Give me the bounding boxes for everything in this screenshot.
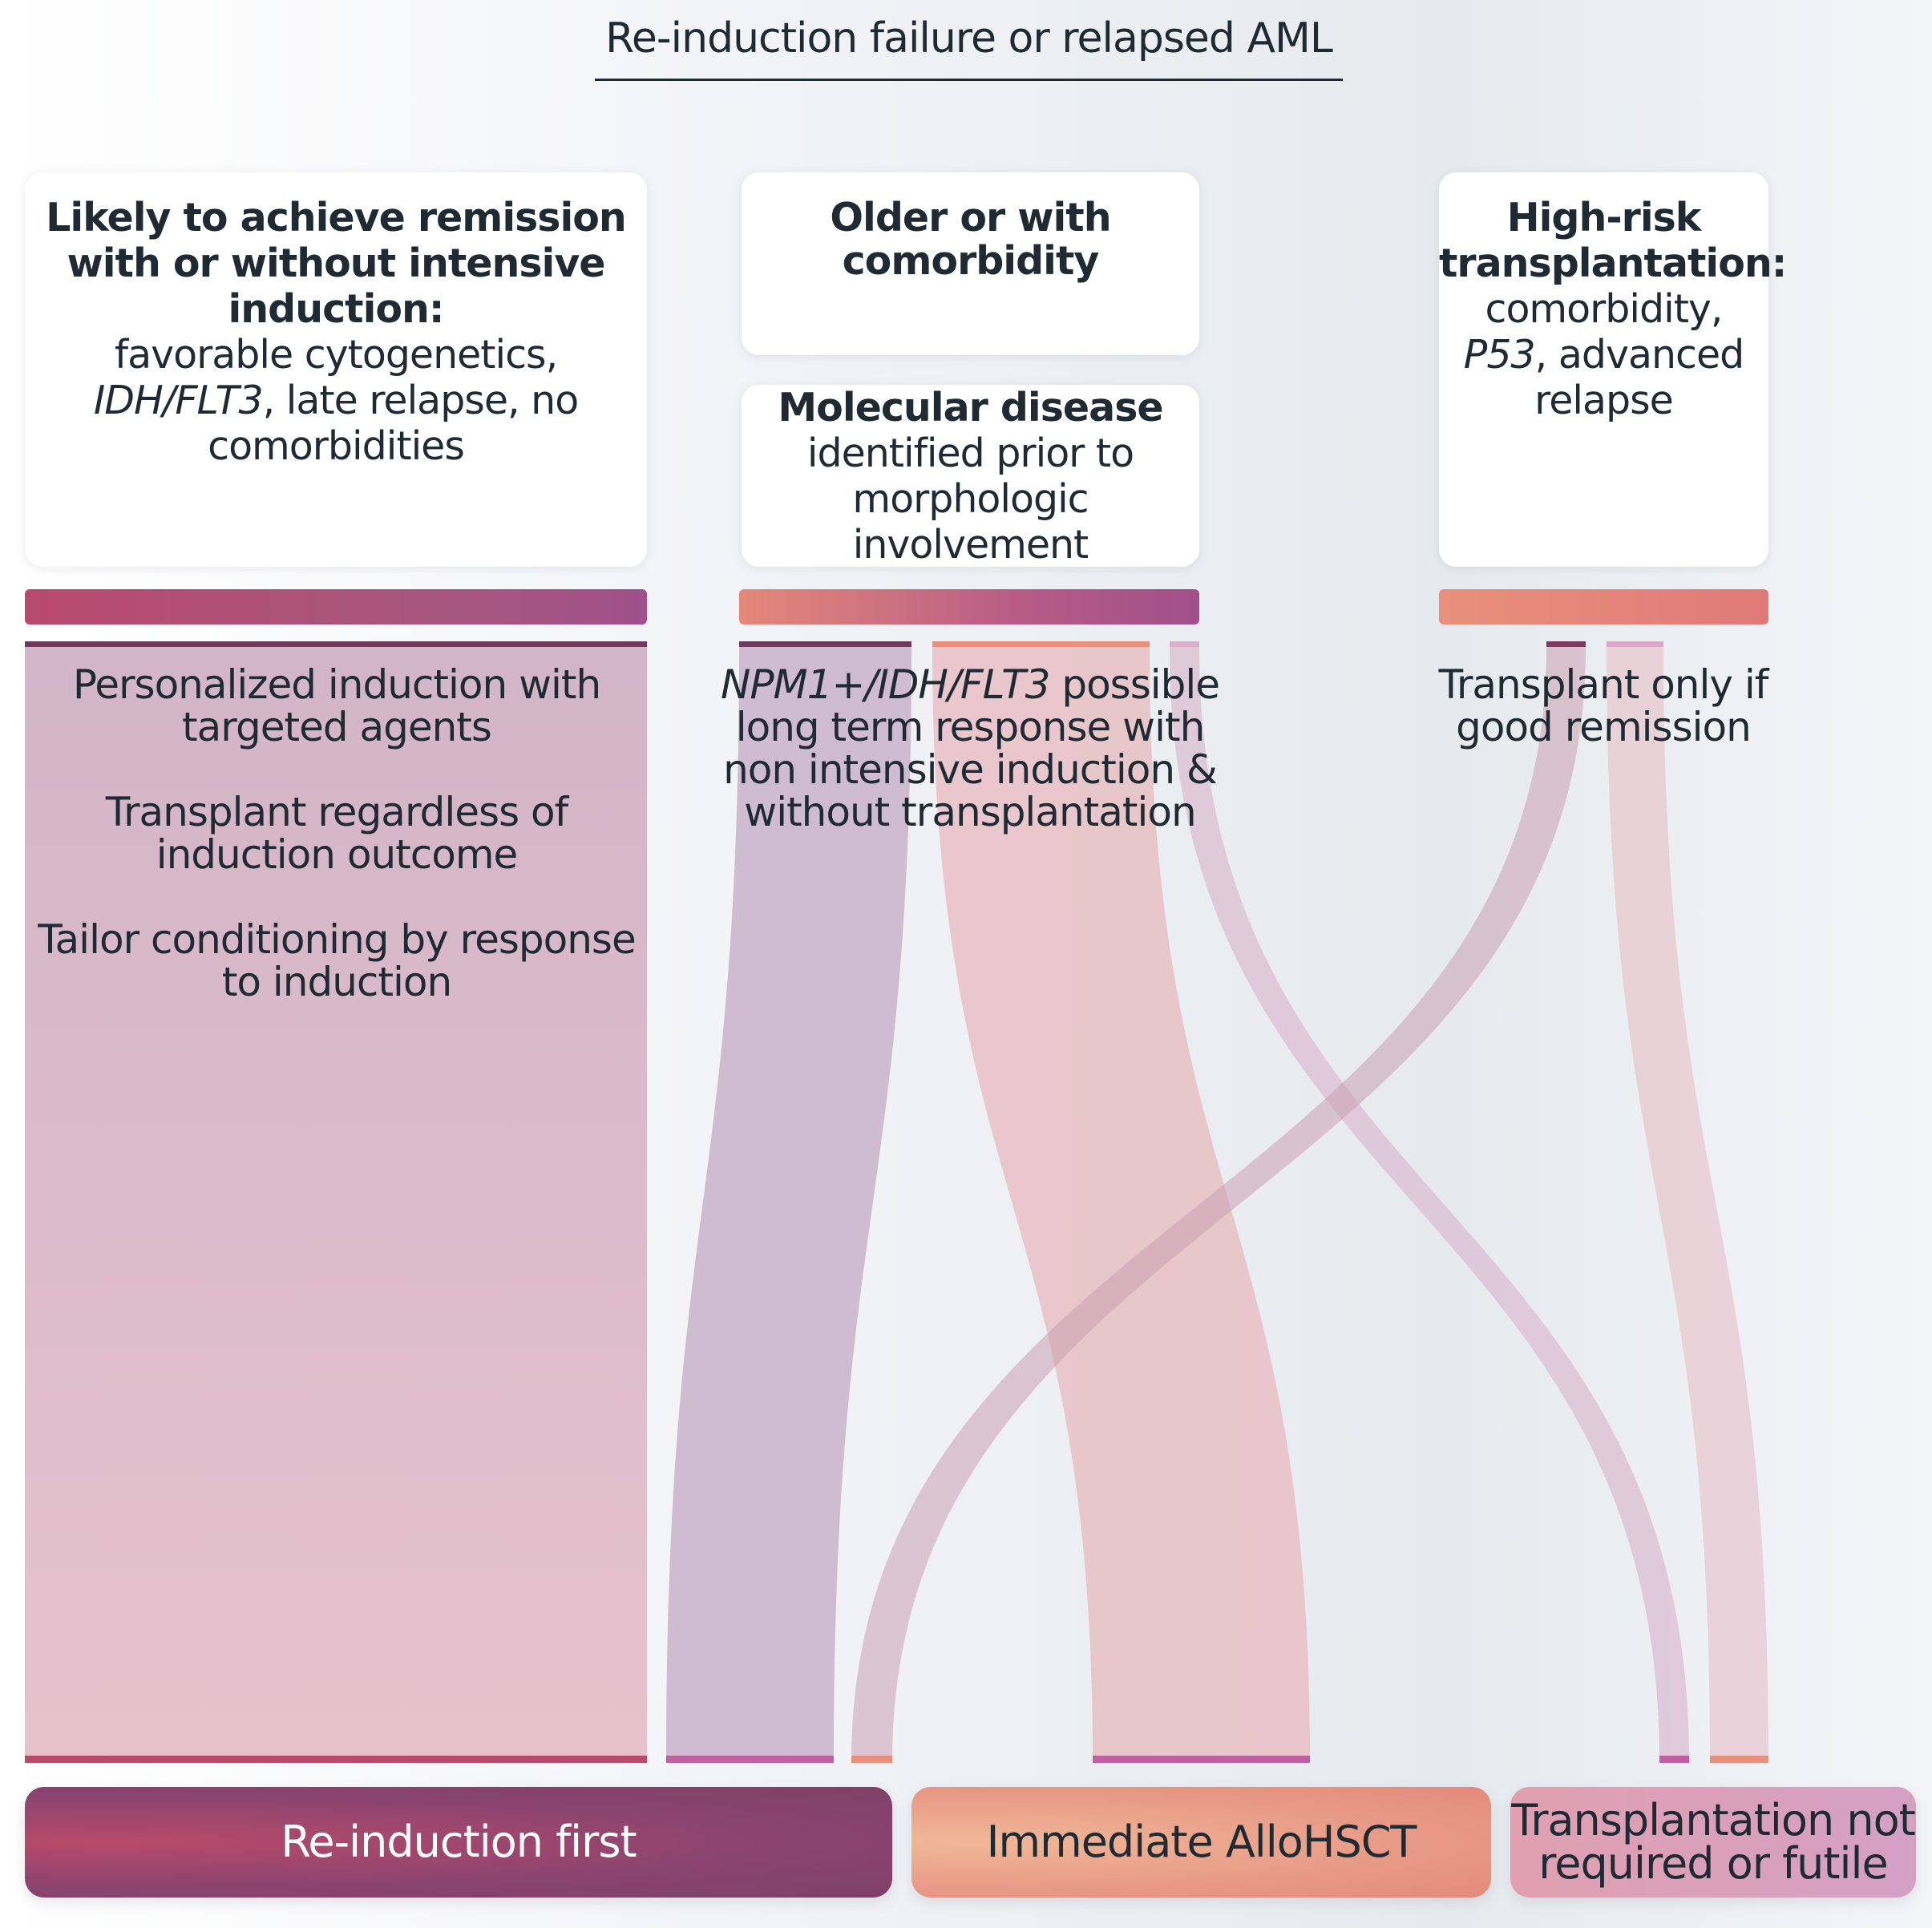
column-3-note: Transplant only if good remission [1438, 661, 1769, 750]
card-body: comorbidity, [1485, 286, 1724, 332]
flow-older-futile-bottom-edge [1659, 1756, 1689, 1763]
flow-highrisk-futile [1607, 647, 1768, 1762]
note-text: possible long term response with non int… [723, 661, 1220, 835]
flow-older-reinduction-bottom-edge [666, 1756, 834, 1763]
card-body: favorable cytogenetics, [114, 332, 558, 378]
flow-highrisk-allohsct-top-edge [1546, 641, 1586, 647]
card-older-comorbidity: Older or with comorbidity [742, 172, 1199, 355]
card-heading: Molecular disease [778, 385, 1163, 430]
title-underline [595, 79, 1343, 81]
column-1-notes: Personalized induction with targeted age… [32, 664, 641, 1004]
outcome-reinduction-first: Re-induction first [25, 1787, 892, 1898]
flow-highrisk-futile-top-edge [1607, 641, 1663, 647]
column-bar-3 [1439, 589, 1768, 624]
flow-older-reinduction [666, 647, 911, 1762]
column-bar-2 [739, 589, 1199, 624]
card-molecular-disease: Molecular disease identified prior to mo… [742, 385, 1199, 568]
card-heading: Older or with comorbidity [830, 195, 1111, 284]
card-body-gene: P53 [1463, 332, 1536, 378]
flow-highrisk-allohsct-bottom-edge [851, 1756, 892, 1763]
note-genes: NPM1+/IDH/FLT3 [720, 661, 1051, 708]
flow-older-reinduction-top-edge [739, 641, 911, 647]
card-high-risk: High-risk transplantation: comorbidity, … [1439, 172, 1787, 567]
card-body-genes: IDH/FLT3 [93, 378, 264, 423]
note-conditioning: Tailor conditioning by response to induc… [38, 916, 636, 1005]
flow-highrisk-futile-bottom-edge [1710, 1756, 1768, 1763]
card-body: identified prior to morphologic involvem… [806, 430, 1134, 568]
flow-left-reinduction-bottom-edge [25, 1756, 647, 1763]
card-body: , advanced relapse [1534, 332, 1744, 423]
flow-older-allohsct [932, 647, 1310, 1762]
note-transplant: Transplant regardless of induction outco… [105, 789, 568, 878]
flow-older-allohsct-bottom-edge [1093, 1756, 1310, 1763]
note-personalized: Personalized induction with targeted age… [72, 661, 601, 750]
card-heading: Likely to achieve remission with or with… [46, 195, 627, 332]
card-heading: High-risk transplantation: [1439, 195, 1787, 286]
diagram-title: Re-induction failure or relapsed AML [605, 14, 1333, 63]
card-body: , late relapse, no comorbidities [208, 378, 579, 469]
flow-older-futile-top-edge [1170, 641, 1199, 647]
card-likely-remission: Likely to achieve remission with or with… [25, 172, 647, 567]
outcome-transplant-not-required: Transplantation not required or futile [1510, 1787, 1916, 1898]
column-2-note: NPM1+/IDH/FLT3 possible long term respon… [705, 664, 1235, 834]
outcome-immediate-allohsct: Immediate AlloHSCT [911, 1787, 1491, 1898]
flow-older-futile [1170, 647, 1689, 1762]
column-bar-1 [25, 589, 647, 624]
flow-older-allohsct-top-edge [932, 641, 1150, 647]
flow-left-reinduction [25, 647, 647, 1762]
flow-left-reinduction-top-edge [25, 641, 647, 647]
flow-highrisk-allohsct [851, 647, 1586, 1762]
